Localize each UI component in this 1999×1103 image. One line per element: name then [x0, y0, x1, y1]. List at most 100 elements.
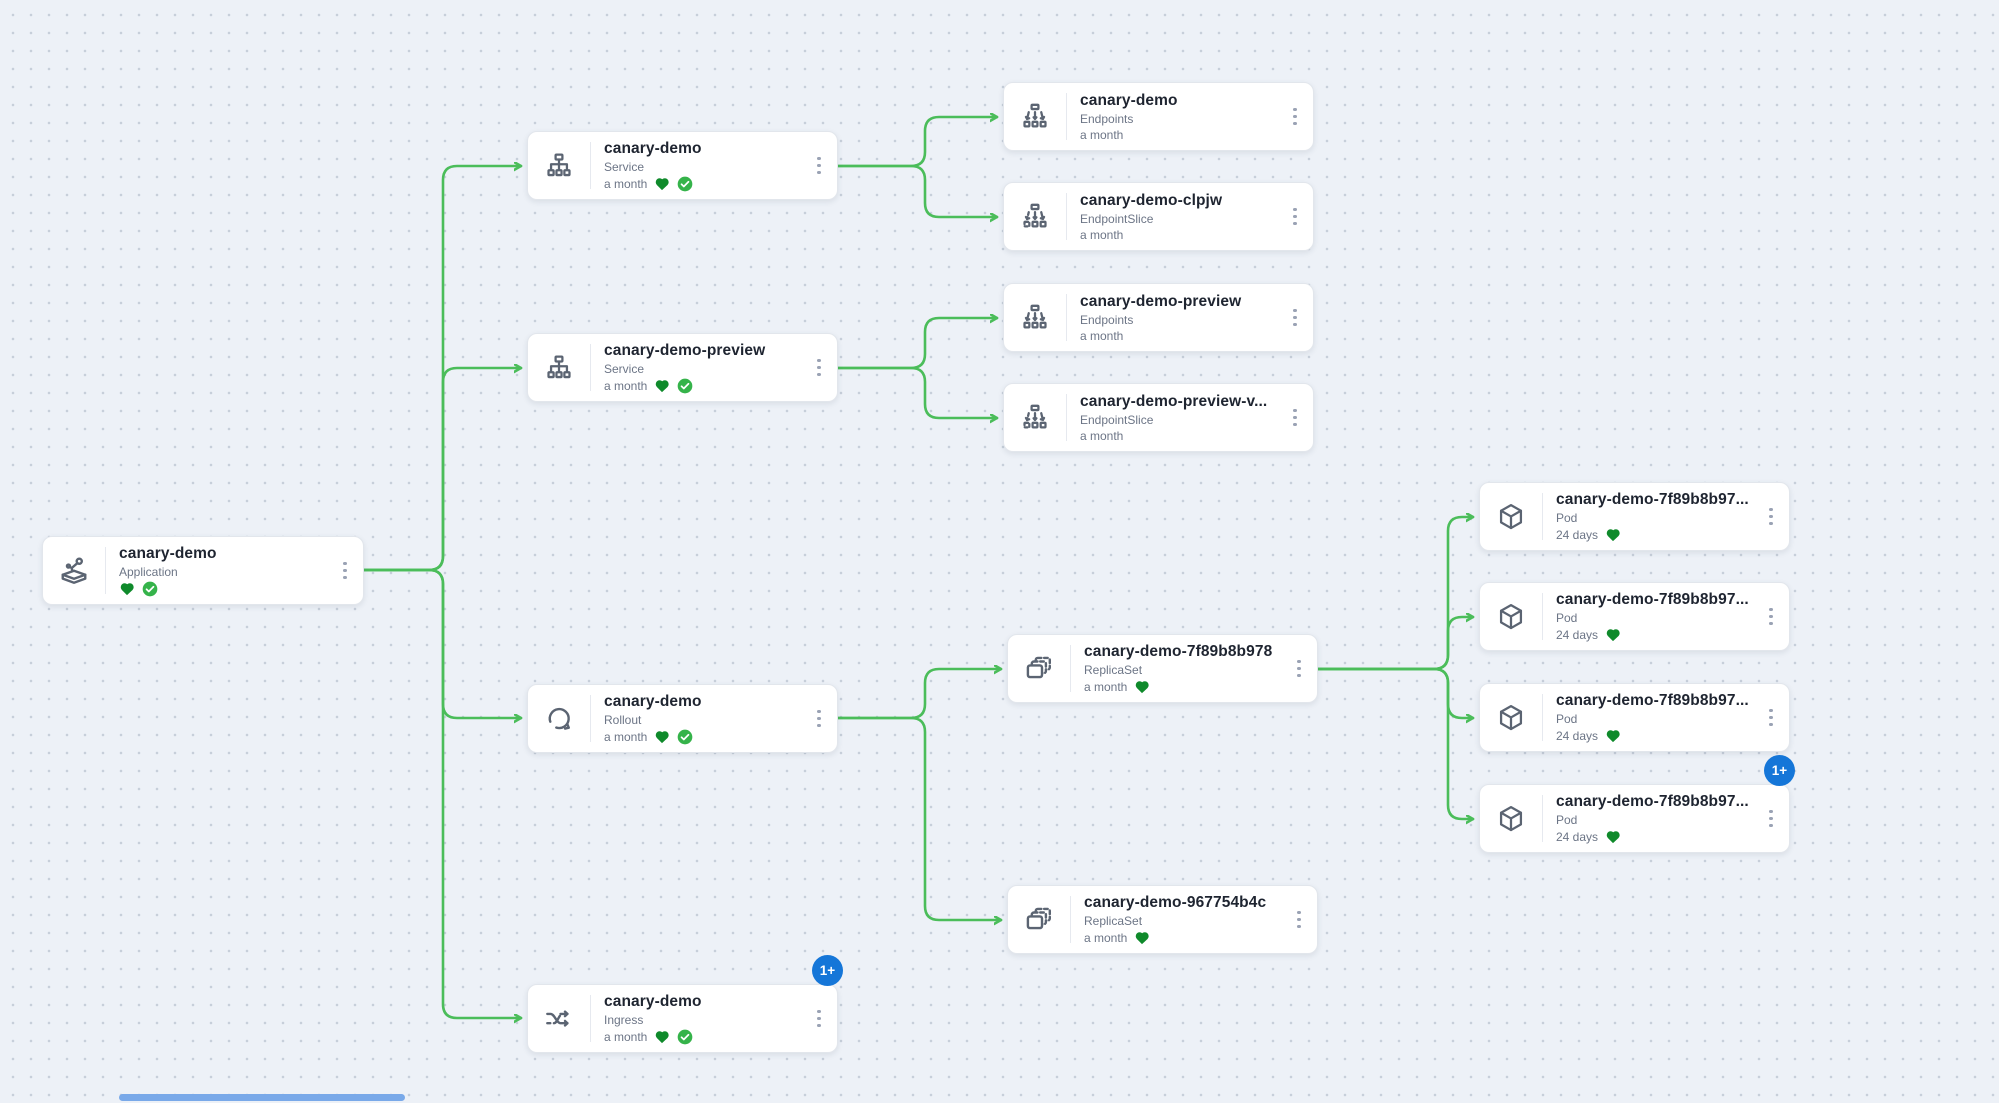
collapsed-count-badge[interactable]: 1+ — [1764, 755, 1795, 786]
resource-node-app[interactable]: canary-demo Application — [42, 536, 364, 605]
service-icon — [542, 149, 576, 183]
node-menu-button[interactable] — [1281, 398, 1309, 438]
node-icon-zone — [1008, 651, 1070, 687]
node-age: a month — [1080, 328, 1124, 343]
node-menu-button[interactable] — [1757, 799, 1785, 839]
resource-node-ep1[interactable]: canary-demo Endpoints a month — [1003, 82, 1314, 151]
node-age: a month — [604, 1029, 648, 1044]
node-title: canary-demo-7f89b8b97... — [1556, 692, 1749, 709]
node-meta: a month — [604, 729, 805, 745]
node-meta: a month — [1084, 679, 1285, 694]
node-age: 24 days — [1556, 627, 1599, 642]
node-divider — [590, 142, 591, 189]
node-divider — [1542, 795, 1543, 842]
node-text: canary-demo-7f89b8b978 ReplicaSet a mont… — [1071, 643, 1285, 694]
node-menu-button[interactable] — [1757, 497, 1785, 537]
horizontal-scrollbar-track[interactable] — [0, 1093, 1999, 1103]
node-icon-zone — [528, 351, 590, 385]
edge-rs1-pod4 — [1316, 667, 1475, 819]
replicaset-icon — [1021, 651, 1057, 687]
horizontal-scrollbar-thumb[interactable] — [119, 1094, 405, 1101]
node-menu-button[interactable] — [805, 699, 833, 739]
node-title: canary-demo-7f89b8b97... — [1556, 793, 1749, 810]
node-meta: a month — [604, 176, 805, 192]
heart-healthy-icon — [1606, 730, 1620, 743]
node-menu-button[interactable] — [1285, 900, 1313, 940]
heart-healthy-icon — [656, 731, 670, 744]
node-kind: EndpointSlice — [1080, 412, 1154, 427]
node-text: canary-demo Ingress a month — [591, 993, 805, 1045]
node-meta: 24 days — [1556, 527, 1757, 542]
heart-healthy-icon — [656, 1031, 670, 1044]
resource-node-ep2[interactable]: canary-demo-preview Endpoints a month — [1003, 283, 1314, 352]
node-menu-button[interactable] — [331, 551, 359, 591]
node-kind: Application — [119, 564, 178, 579]
resource-node-eps2[interactable]: canary-demo-preview-v... EndpointSlice a… — [1003, 383, 1314, 452]
node-menu-button[interactable] — [1281, 197, 1309, 237]
node-text: canary-demo-7f89b8b97... Pod 24 days — [1543, 591, 1757, 642]
node-divider — [1542, 694, 1543, 741]
node-age: 24 days — [1556, 527, 1599, 542]
resource-node-svc2[interactable]: canary-demo-preview Service a month — [527, 333, 838, 402]
resource-node-rollout[interactable]: canary-demo Rollout a month — [527, 684, 838, 753]
node-age: a month — [1084, 930, 1128, 945]
resource-node-pod4[interactable]: canary-demo-7f89b8b97... Pod 24 days 1+ — [1479, 755, 1798, 861]
resource-node-pod2[interactable]: canary-demo-7f89b8b97... Pod 24 days — [1479, 582, 1790, 651]
node-text: canary-demo-7f89b8b97... Pod 24 days — [1543, 692, 1757, 743]
pod-icon — [1494, 701, 1528, 735]
node-kind: Service — [604, 361, 645, 376]
node-icon-zone — [1480, 500, 1542, 534]
node-kind: EndpointSlice — [1080, 211, 1154, 226]
node-kind: ReplicaSet — [1084, 914, 1143, 928]
heart-healthy-icon — [1606, 529, 1620, 542]
node-icon-zone — [1480, 600, 1542, 634]
resource-node-ingress[interactable]: canary-demo Ingress a month 1+ — [527, 955, 846, 1061]
resource-node-eps1[interactable]: canary-demo-clpjw EndpointSlice a month — [1003, 182, 1314, 251]
node-icon-zone — [1008, 902, 1070, 938]
edge-rollout-rs1 — [835, 669, 1003, 720]
node-kind: Rollout — [604, 712, 642, 727]
heart-healthy-icon — [1606, 629, 1620, 642]
node-menu-button[interactable] — [1281, 298, 1309, 338]
node-title: canary-demo — [604, 139, 702, 157]
node-menu-button[interactable] — [1757, 597, 1785, 637]
node-text: canary-demo-preview-v... EndpointSlice a… — [1067, 393, 1281, 443]
edge-app-service1 — [360, 166, 523, 572]
node-age: a month — [604, 176, 648, 191]
service-icon — [542, 351, 576, 385]
node-age: a month — [1084, 679, 1128, 694]
pod-icon — [1494, 500, 1528, 534]
node-menu-button[interactable] — [805, 146, 833, 186]
node-kind: Pod — [1556, 611, 1578, 625]
resource-node-pod1[interactable]: canary-demo-7f89b8b97... Pod 24 days — [1479, 482, 1790, 551]
synced-check-icon — [678, 378, 693, 393]
node-meta: 24 days — [1556, 728, 1757, 743]
resource-node-rs1[interactable]: canary-demo-7f89b8b978 ReplicaSet a mont… — [1007, 634, 1318, 703]
node-text: canary-demo-preview Endpoints a month — [1067, 293, 1281, 343]
collapsed-count-badge[interactable]: 1+ — [812, 955, 843, 986]
node-menu-button[interactable] — [1757, 698, 1785, 738]
endpoints-icon — [1018, 100, 1052, 134]
node-menu-button[interactable] — [805, 999, 833, 1039]
node-menu-button[interactable] — [805, 348, 833, 388]
node-menu-button[interactable] — [1285, 649, 1313, 689]
resource-node-rs2[interactable]: canary-demo-967754b4c ReplicaSet a month — [1007, 885, 1318, 954]
edge-app-service2 — [360, 368, 523, 572]
edge-rollout-rs2 — [835, 716, 1003, 920]
edge-service1-endpoints — [835, 117, 999, 168]
pod-icon — [1494, 802, 1528, 836]
node-icon-zone — [1004, 401, 1066, 435]
node-meta: 24 days — [1556, 829, 1757, 844]
node-kind: Ingress — [604, 1012, 644, 1027]
node-text: canary-demo-967754b4c ReplicaSet a month — [1071, 894, 1285, 945]
node-icon-zone — [1480, 701, 1542, 735]
node-menu-button[interactable] — [1281, 97, 1309, 137]
heart-healthy-icon — [120, 583, 134, 596]
resource-node-svc1[interactable]: canary-demo Service a month — [527, 131, 838, 200]
node-meta: a month — [604, 1029, 805, 1045]
resource-node-pod3[interactable]: canary-demo-7f89b8b97... Pod 24 days — [1479, 683, 1790, 752]
synced-check-icon — [678, 176, 693, 191]
node-kind: Pod — [1556, 813, 1578, 827]
node-divider — [590, 695, 591, 742]
